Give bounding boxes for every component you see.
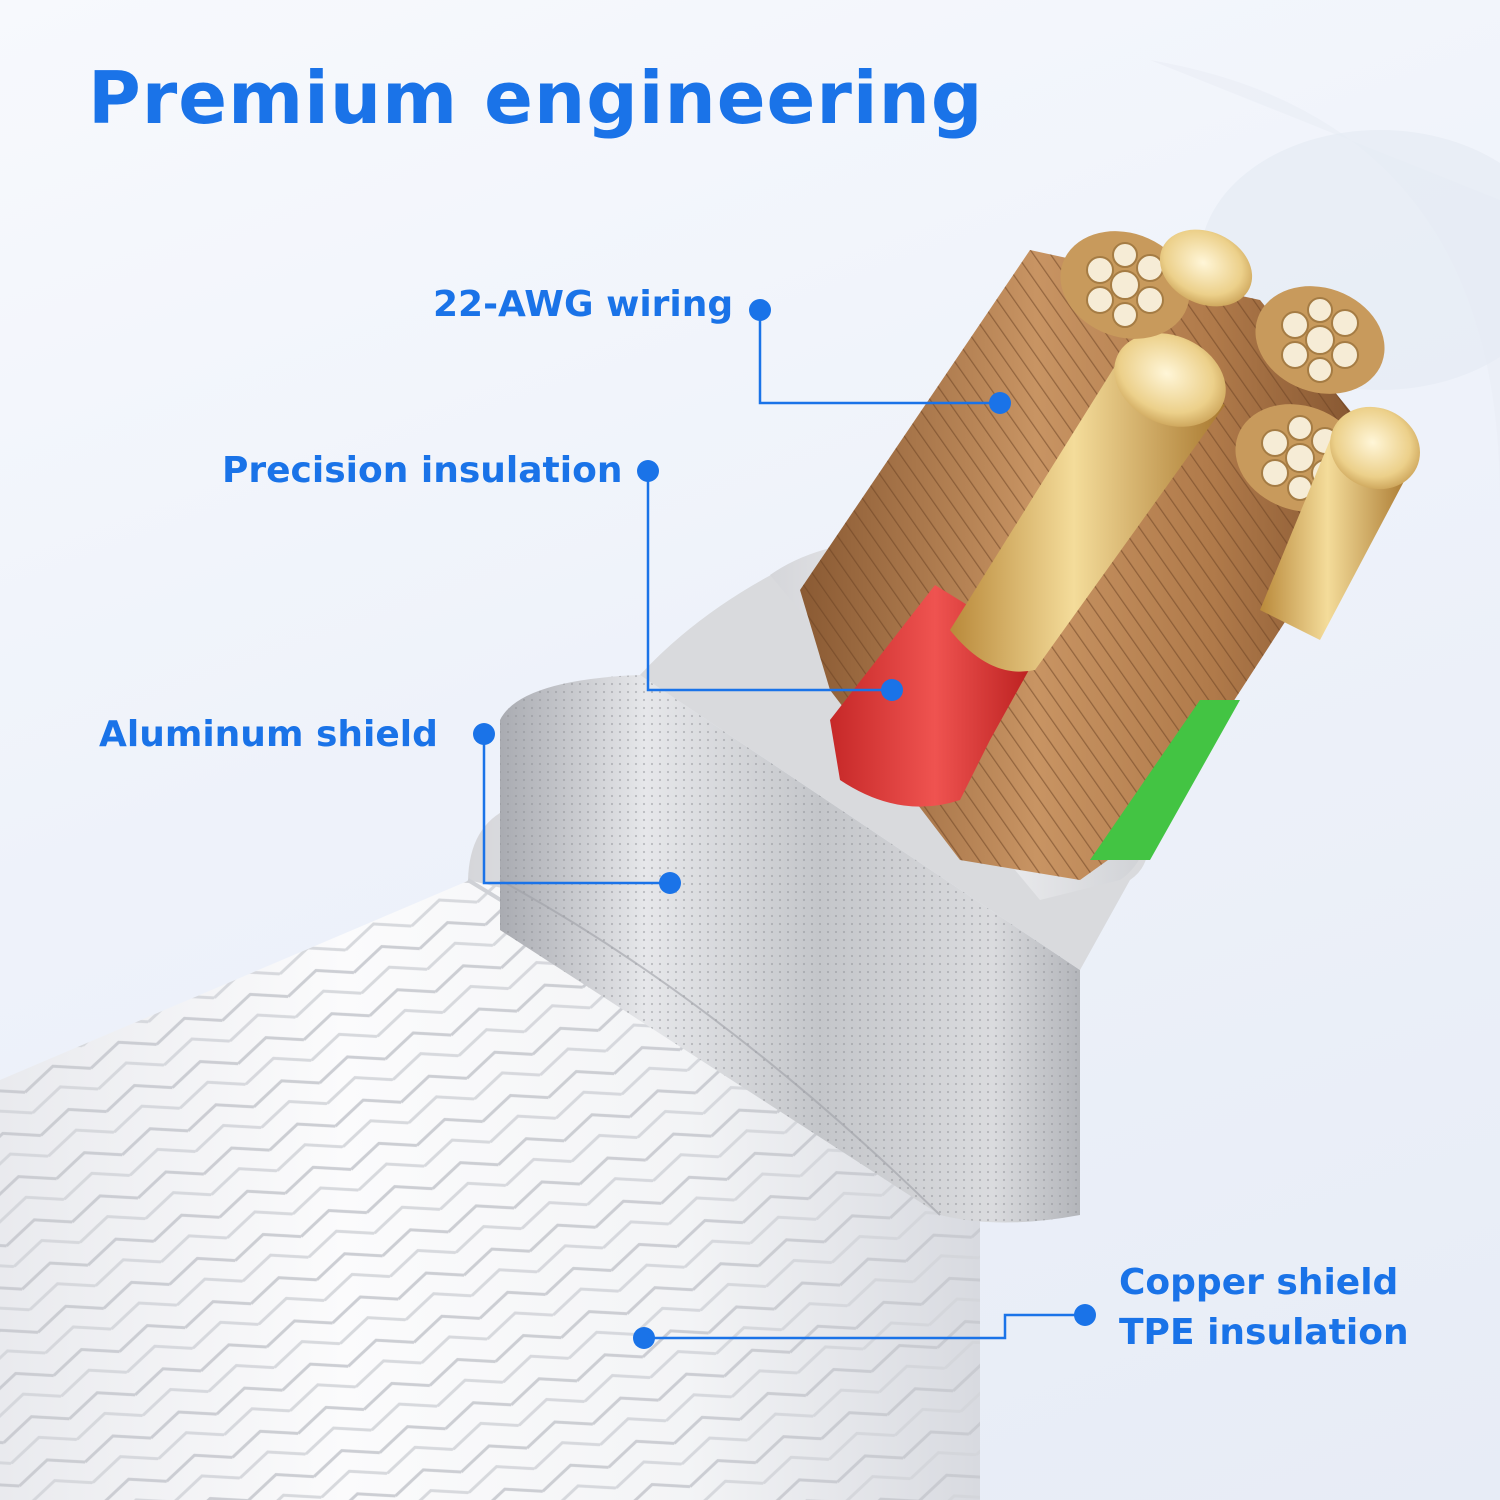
gold-tip-right (1260, 406, 1420, 640)
dot-wiring-target (989, 392, 1011, 414)
dot-copper-label (1074, 1304, 1096, 1326)
dot-insulation-target (881, 679, 903, 701)
stranded-wire-end-1 (1060, 231, 1190, 339)
dot-copper-target (633, 1327, 655, 1349)
aluminum-shield (499, 675, 1080, 1223)
page-title: Premium engineering (88, 56, 984, 140)
stranded-wire-end-2 (1255, 286, 1385, 394)
callout-tpe-insulation: TPE insulation (1119, 1312, 1409, 1353)
leader-wiring (758, 310, 1000, 405)
gold-tip-top (1159, 229, 1253, 307)
callout-copper-shield: Copper shield (1119, 1262, 1399, 1303)
dot-aluminum-target (659, 872, 681, 894)
leader-insulation (646, 471, 892, 692)
callout-copper-tpe: Copper shield TPE insulation (1119, 1258, 1409, 1358)
callout-aluminum-shield: Aluminum shield (99, 714, 438, 755)
dot-insulation-label (637, 460, 659, 482)
gold-solid-conductor (950, 333, 1226, 672)
leader-aluminum (482, 734, 670, 885)
callout-22-awg-wiring: 22-AWG wiring (433, 284, 734, 325)
callout-precision-insulation: Precision insulation (222, 450, 623, 491)
dot-aluminum-label (473, 723, 495, 745)
green-insulated-wire (1090, 700, 1240, 860)
leader-copper (644, 1313, 1085, 1340)
dot-wiring-label (749, 299, 771, 321)
